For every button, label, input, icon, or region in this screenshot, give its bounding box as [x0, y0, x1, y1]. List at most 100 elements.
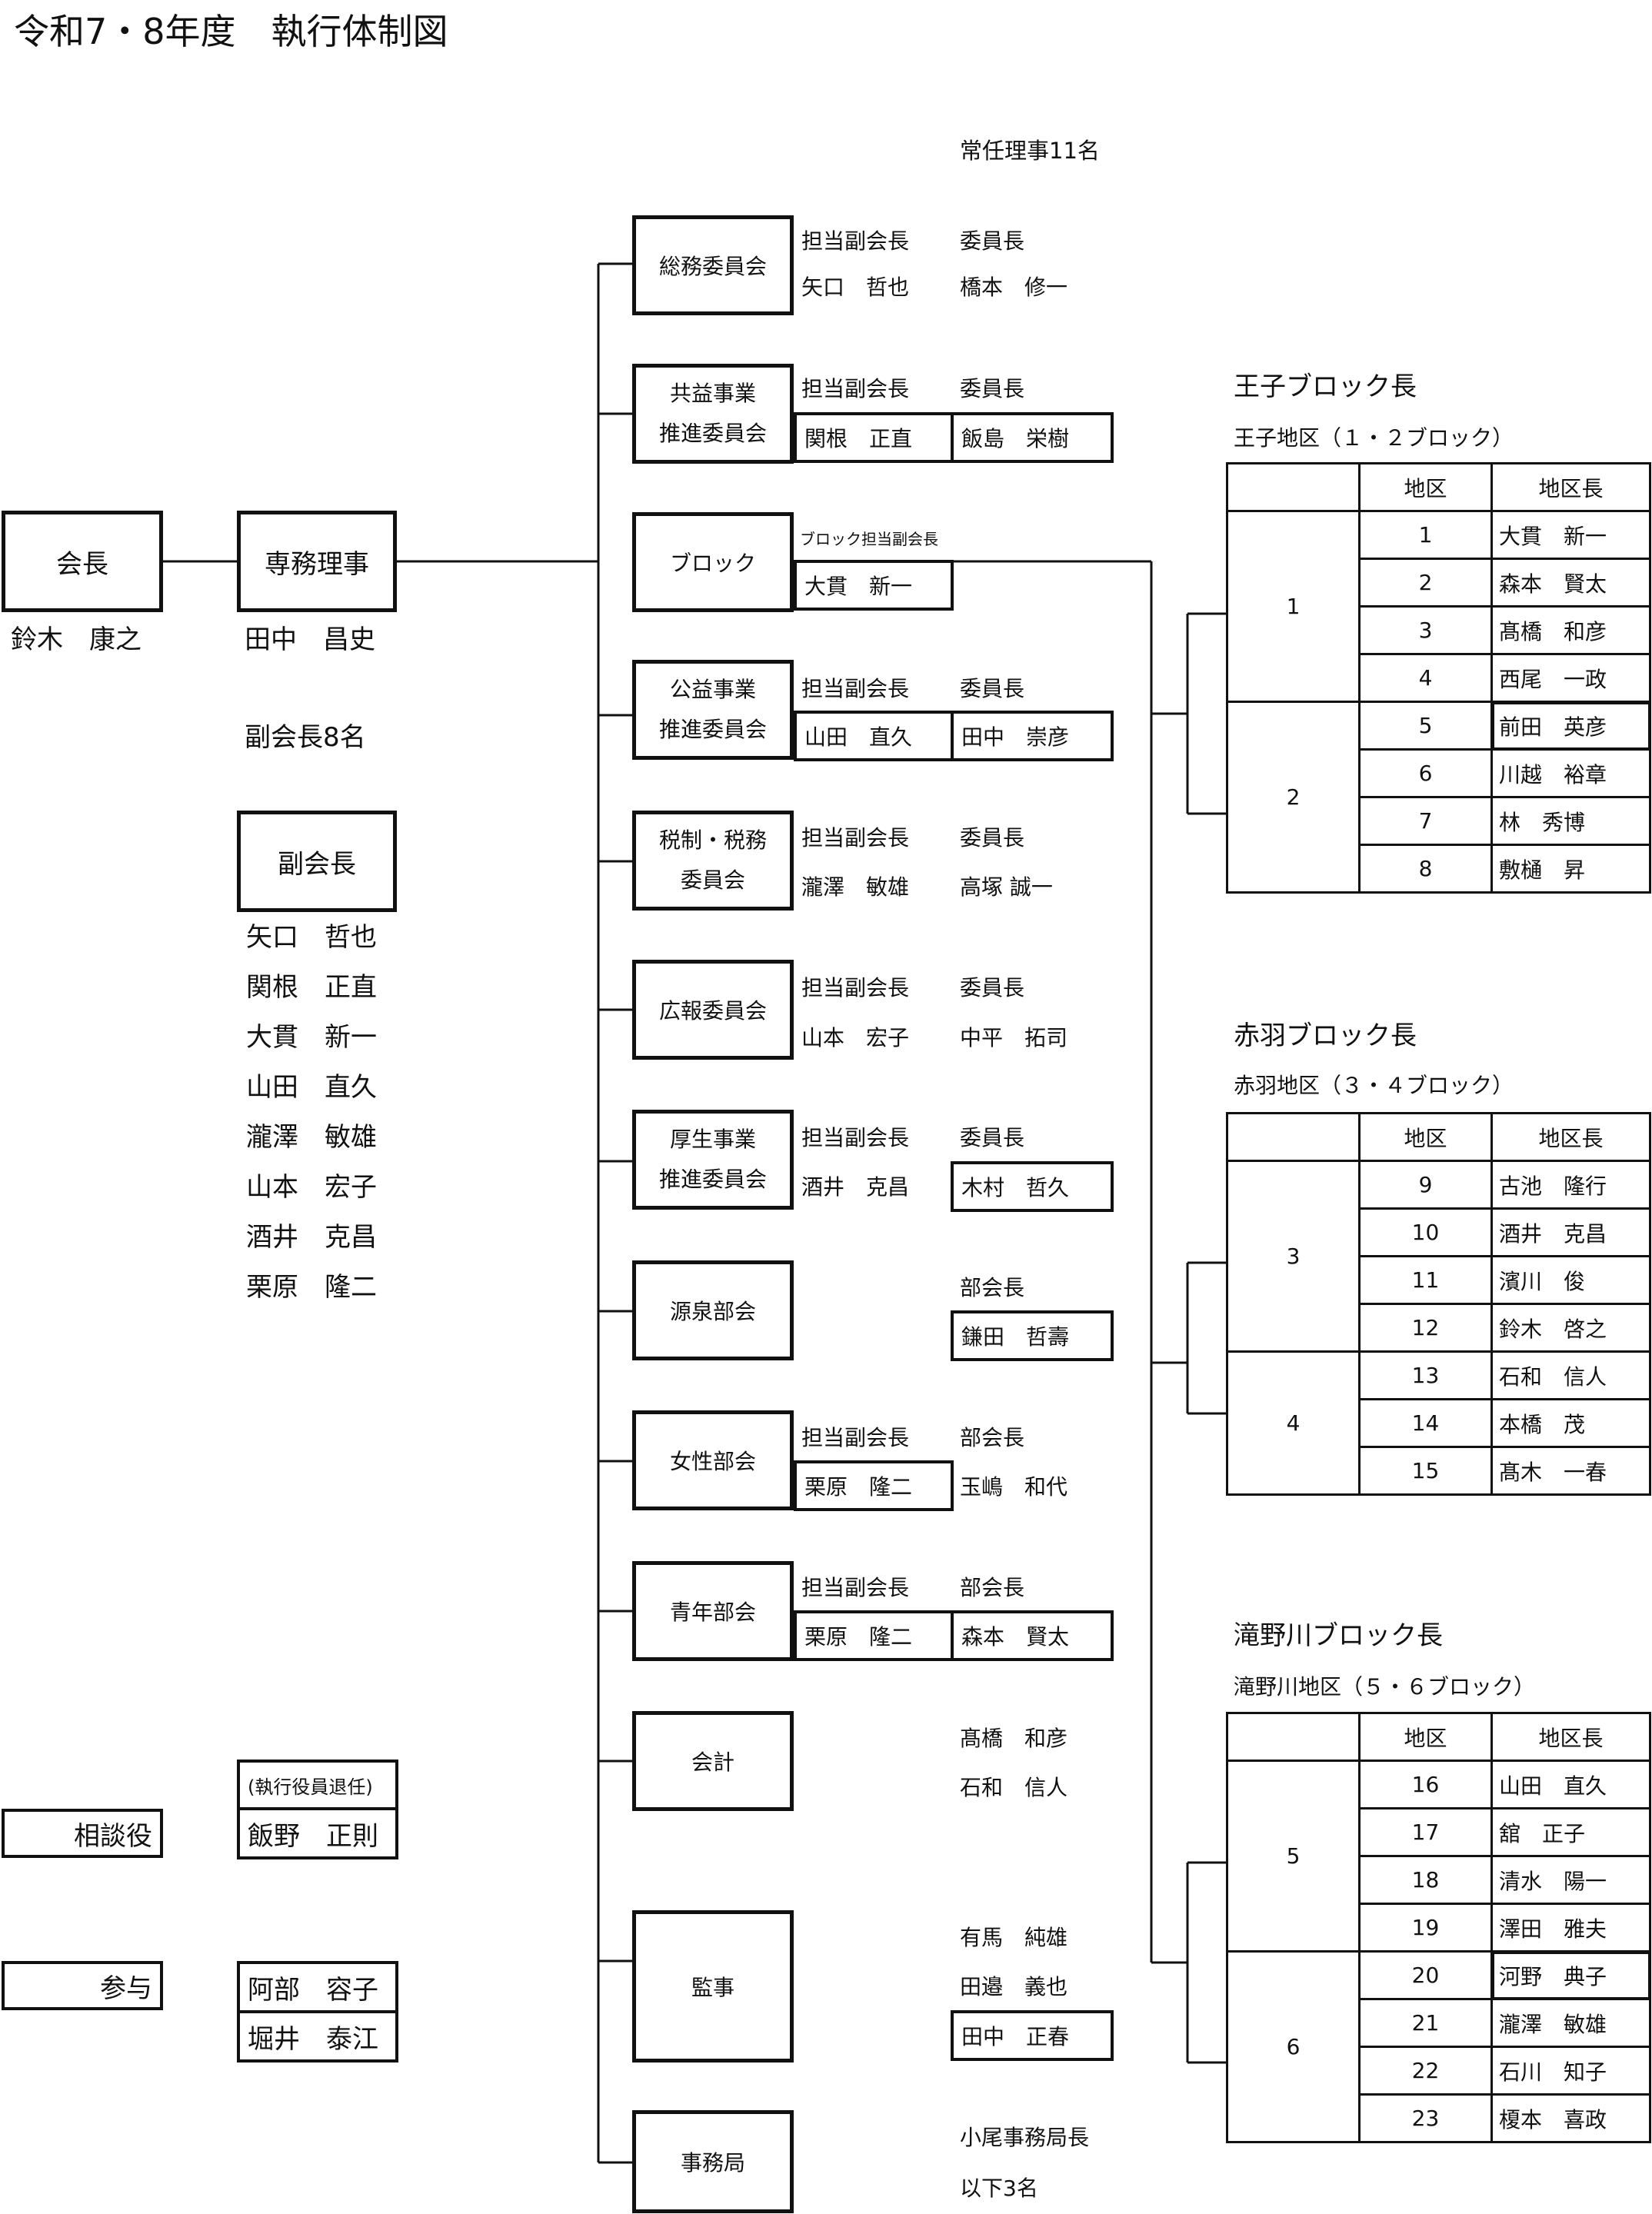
committee-block: ブロック	[632, 512, 794, 612]
vp-in-charge-label: 担当副会長	[801, 376, 910, 401]
district-number: 22	[1358, 2046, 1493, 2096]
vp-count: 副会長8名	[245, 722, 366, 753]
committee-youth: 青年部会	[632, 1561, 794, 1661]
district-number: 4	[1358, 653, 1493, 703]
district-number: 10	[1358, 1207, 1493, 1257]
district-head-name: 澤田 雅夫	[1490, 1903, 1651, 1953]
committee-auditor: 監事	[632, 1910, 794, 2063]
chair-label: 委員長	[960, 1125, 1025, 1150]
district-number: 18	[1358, 1855, 1493, 1905]
committee-chair-text: 飯島 栄樹	[961, 426, 1070, 451]
vp-name: 栗原 隆二	[246, 1272, 377, 1303]
committee-name: 青年部会	[669, 1600, 756, 1625]
president-label: 会長	[56, 548, 108, 580]
secretariat-staff: 以下3名	[960, 2176, 1038, 2201]
committee-women: 女性部会	[632, 1410, 794, 1510]
committee-welfare: 厚生事業推進委員会	[632, 1110, 794, 1210]
committee-name-line: 共益事業	[669, 381, 756, 407]
committee-name: 監事	[691, 1975, 734, 2000]
district-head-name: 本橋 茂	[1490, 1398, 1651, 1448]
block-subtitle: 滝野川地区（５・６ブロック）	[1234, 1674, 1536, 1700]
committee-vp-text: 栗原 隆二	[804, 1474, 913, 1500]
counselor-name-text: 阿部 容子	[248, 1974, 378, 2006]
block-title: 滝野川ブロック長	[1234, 1620, 1443, 1651]
district-head-name: 前田 英彦	[1490, 701, 1651, 751]
district-head-name: 酒井 克昌	[1490, 1207, 1651, 1257]
vp-name: 大貫 新一	[246, 1022, 377, 1053]
auditor-member: 田中 正春	[951, 2010, 1114, 2061]
district-head-name: 川越 裕章	[1490, 748, 1651, 798]
header-district: 地区	[1358, 1712, 1493, 1762]
header-district: 地区	[1358, 1112, 1493, 1162]
head-label: 部会長	[960, 1425, 1025, 1450]
vice-president-label: 副会長	[278, 848, 356, 880]
committee-name: 女性部会	[669, 1449, 756, 1474]
executive-director-name: 田中 昌史	[245, 624, 375, 655]
committee-chair: 木村 哲久	[951, 1161, 1114, 1212]
committee-name: 会計	[691, 1750, 734, 1775]
committee-public-benefit: 公益事業推進委員会	[632, 660, 794, 760]
committee-vp-text: 関根 正直	[804, 426, 913, 451]
district-head-name: 髙橋 和彦	[1490, 605, 1651, 655]
table-header: 地区地区長	[1226, 1112, 1651, 1162]
district-number: 15	[1358, 1446, 1493, 1496]
retired-note: (執行役員退任)	[237, 1760, 398, 1810]
committee-chair-text: 田中 崇彦	[961, 724, 1070, 750]
committee-vp: 山田 直久	[794, 711, 954, 761]
secretariat-head: 小尾事務局長	[960, 2125, 1090, 2150]
vp-name: 関根 正直	[246, 972, 377, 1003]
committee-general-affairs: 総務委員会	[632, 215, 794, 315]
district-number: 13	[1358, 1350, 1493, 1400]
committee-vp: 酒井 克昌	[801, 1174, 910, 1200]
block-subtitle: 王子地区（１・２ブロック）	[1234, 425, 1514, 451]
committee-head-text: 森本 賢太	[961, 1624, 1070, 1650]
committee-chair: 田中 崇彦	[951, 711, 1114, 761]
committee-tax: 税制・税務委員会	[632, 811, 794, 911]
retired-name: 飯野 正則	[237, 1807, 398, 1859]
sub-block-number: 3	[1226, 1160, 1361, 1353]
executive-director-box: 専務理事	[237, 511, 397, 612]
chair-label: 委員長	[960, 825, 1025, 851]
header-district-head: 地区長	[1490, 1712, 1651, 1762]
district-head-name: 大貫 新一	[1490, 510, 1651, 560]
committee-mutual-benefit: 共益事業推進委員会	[632, 364, 794, 464]
district-head-name: 石川 知子	[1490, 2046, 1651, 2096]
district-head-name: 瀧澤 敏雄	[1490, 1998, 1651, 2048]
head-label: 部会長	[960, 1275, 1025, 1300]
district-number: 12	[1358, 1303, 1493, 1353]
district-number: 7	[1358, 796, 1493, 846]
district-number: 14	[1358, 1398, 1493, 1448]
committee-vp: 関根 正直	[794, 412, 954, 463]
district-head-name: 石和 信人	[1490, 1350, 1651, 1400]
vice-president-box: 副会長	[237, 811, 397, 912]
committee-head-text: 鎌田 哲壽	[961, 1324, 1070, 1350]
accounting-member: 石和 信人	[960, 1775, 1068, 1800]
vp-in-charge-label: 担当副会長	[801, 1575, 910, 1600]
committee-head: 玉嶋 和代	[960, 1474, 1068, 1500]
district-head-name: 鈴木 啓之	[1490, 1303, 1651, 1353]
vp-in-charge-label: 担当副会長	[801, 975, 910, 1000]
district-head-name: 髙木 一春	[1490, 1446, 1651, 1496]
district-number: 17	[1358, 1807, 1493, 1857]
committee-name: 総務委員会	[658, 254, 767, 279]
committee-head: 鎌田 哲壽	[951, 1310, 1114, 1361]
district-number: 6	[1358, 748, 1493, 798]
chair-label: 委員長	[960, 376, 1025, 401]
header-cell	[1226, 462, 1361, 512]
page-title: 令和7・8年度 執行体制図	[14, 11, 448, 52]
retired-note-text: (執行役員退任)	[248, 1776, 373, 1798]
chair-label: 委員長	[960, 228, 1025, 254]
